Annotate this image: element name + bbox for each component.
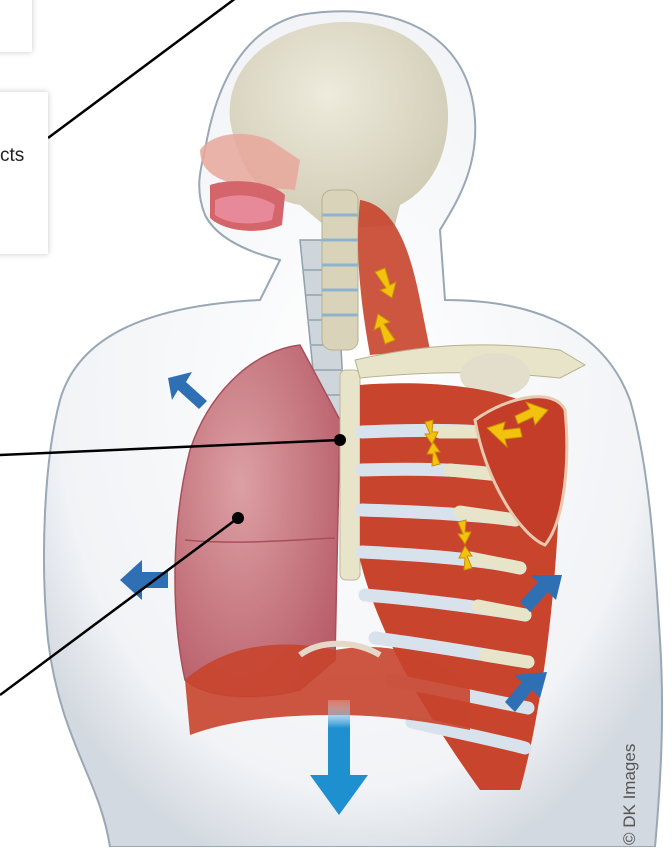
- image-credit: © DK Images: [620, 744, 640, 845]
- down-arrow-icon: [328, 700, 350, 780]
- pointer-dot-lung: [232, 512, 244, 524]
- pointer-dot-sternum: [334, 434, 346, 446]
- spine: [322, 190, 358, 350]
- label-box-top: [0, 0, 32, 52]
- partial-label-text: cts: [0, 145, 24, 167]
- label-box-middle: cts: [0, 92, 48, 254]
